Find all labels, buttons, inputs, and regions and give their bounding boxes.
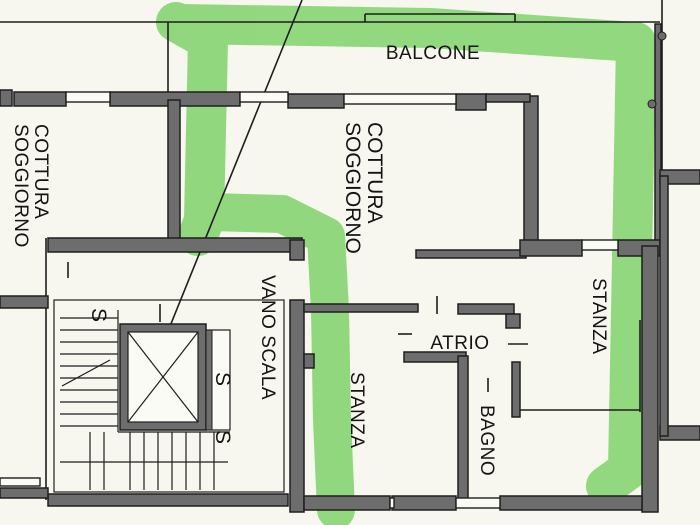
- wall-left-bottom: [0, 487, 49, 499]
- wall-bagno-right: [511, 361, 521, 418]
- window-3: [343, 93, 457, 105]
- stair-mark-1: S: [87, 308, 110, 322]
- room-label-stanza-right: STANZA: [588, 278, 609, 355]
- wall-bagno-left: [457, 355, 469, 507]
- highlight-mid: [191, 193, 355, 525]
- room-label-soggiorno-left: SOGGIORNOCOTTURA: [10, 124, 51, 248]
- stair-mark-2: S: [211, 372, 234, 386]
- window-4: [581, 239, 619, 251]
- wall-right-neighbour-vert: [659, 175, 669, 437]
- window-5: [389, 497, 395, 509]
- wall-bottom-d: [499, 495, 643, 511]
- window-2: [239, 91, 289, 103]
- wall-unit-divider: [167, 99, 181, 246]
- stair-mark-3: S: [211, 430, 234, 444]
- marker-circle-1: [657, 31, 667, 41]
- wall-right-facade: [641, 245, 659, 513]
- elevator-side-bar: [205, 329, 213, 431]
- stair-treads-left: [60, 317, 118, 427]
- wall-mid-horizontal: [415, 249, 527, 259]
- walls: [0, 23, 700, 513]
- room-label-soggiorno-main: SOGGIORNOCOTTURA: [341, 122, 386, 254]
- wall-stair-top: [47, 237, 303, 253]
- window-6: [455, 497, 501, 509]
- wall-bottom-a: [47, 493, 289, 507]
- apartment-highlight: [156, 2, 656, 525]
- wall-top-facade-a: [0, 89, 13, 107]
- wall-bottom-c: [391, 495, 457, 511]
- room-label-atrio: ATRIO: [430, 333, 489, 354]
- wall-top-facade-d: [287, 93, 345, 109]
- room-label-stanza-center: STANZA: [346, 372, 367, 449]
- wall-bottom-b: [303, 495, 391, 511]
- wall-stanza-top: [303, 303, 419, 313]
- wall-top-facade-b: [13, 91, 67, 107]
- stair-core-outline: [53, 299, 285, 493]
- window-1: [65, 91, 111, 103]
- wall-top-facade-e: [455, 93, 487, 111]
- wall-atrio-top-right: [457, 303, 515, 315]
- wall-top-right-return: [485, 93, 531, 103]
- room-label-bagno: BAGNO: [476, 405, 497, 476]
- stair-arrow-line: [61, 359, 111, 387]
- window-7: [0, 477, 41, 487]
- stair-treads-bottom: [60, 432, 228, 490]
- room-label-vano-scala: VANO SCALA: [257, 275, 278, 400]
- room-label-balcone: BALCONE: [386, 43, 480, 64]
- windows: [0, 91, 619, 509]
- wall-right-stub: [523, 95, 539, 247]
- wall-left-lower: [0, 295, 49, 309]
- wall-stair-right-top: [289, 239, 305, 261]
- elevator-cross-2: [127, 331, 199, 423]
- elevator-shaft: [119, 323, 231, 431]
- staircase: [53, 299, 285, 493]
- highlight-top-right: [160, 4, 656, 506]
- wall-left-of-atrio: [303, 353, 315, 369]
- marker-circle-2: [647, 99, 657, 109]
- wall-stanza-left: [289, 299, 305, 513]
- wall-atrio-top-right-b: [505, 313, 521, 329]
- wall-mid-horizontal-b: [519, 239, 583, 257]
